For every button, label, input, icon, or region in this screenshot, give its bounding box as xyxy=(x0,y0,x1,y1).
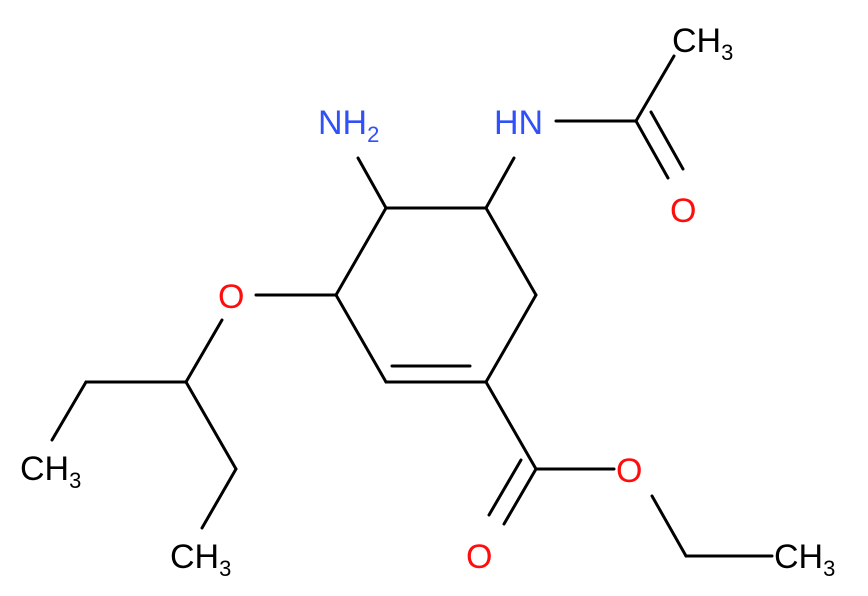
label-ch3-left: CH3 xyxy=(20,450,81,493)
label-ch3-top: CH3 xyxy=(672,22,733,65)
label-o-acetyl: O xyxy=(670,192,696,230)
bond-c6-c1 xyxy=(334,206,388,297)
bond-cpentyl-down xyxy=(184,380,238,471)
label-ch3-ethyl: CH3 xyxy=(774,538,835,581)
bond-cacyl-o xyxy=(634,119,670,180)
bond-cacyl-o-double xyxy=(649,110,685,171)
bond-c5-c6 xyxy=(334,293,388,384)
bond-c2-hn xyxy=(484,156,516,210)
bond-c1-nh2 xyxy=(356,156,388,210)
atom-labels: CH3 HN O NH2 O CH3 CH3 O O CH3 xyxy=(20,22,835,581)
label-ch3-bottom: CH3 xyxy=(170,538,231,581)
label-o-ether: O xyxy=(218,278,244,316)
label-nh2: NH2 xyxy=(318,104,379,147)
label-o-ester-single: O xyxy=(616,452,642,490)
bonds xyxy=(50,54,774,558)
label-hn: HN xyxy=(494,104,543,142)
bond-c3-c4 xyxy=(484,293,538,384)
bond-o-cpentyl xyxy=(184,318,224,384)
bond-cester-o-double-2 xyxy=(487,458,523,517)
bond-c2-c3 xyxy=(484,206,538,297)
bond-down-ch3 xyxy=(200,467,238,530)
bond-o-ch2 xyxy=(650,494,688,558)
bond-cacyl-ch3 xyxy=(634,54,676,123)
bond-cester-o-double xyxy=(502,467,538,526)
bond-left-ch3 xyxy=(50,380,88,442)
bond-c4-cester xyxy=(484,380,538,471)
label-o-ester-double: O xyxy=(466,538,492,576)
